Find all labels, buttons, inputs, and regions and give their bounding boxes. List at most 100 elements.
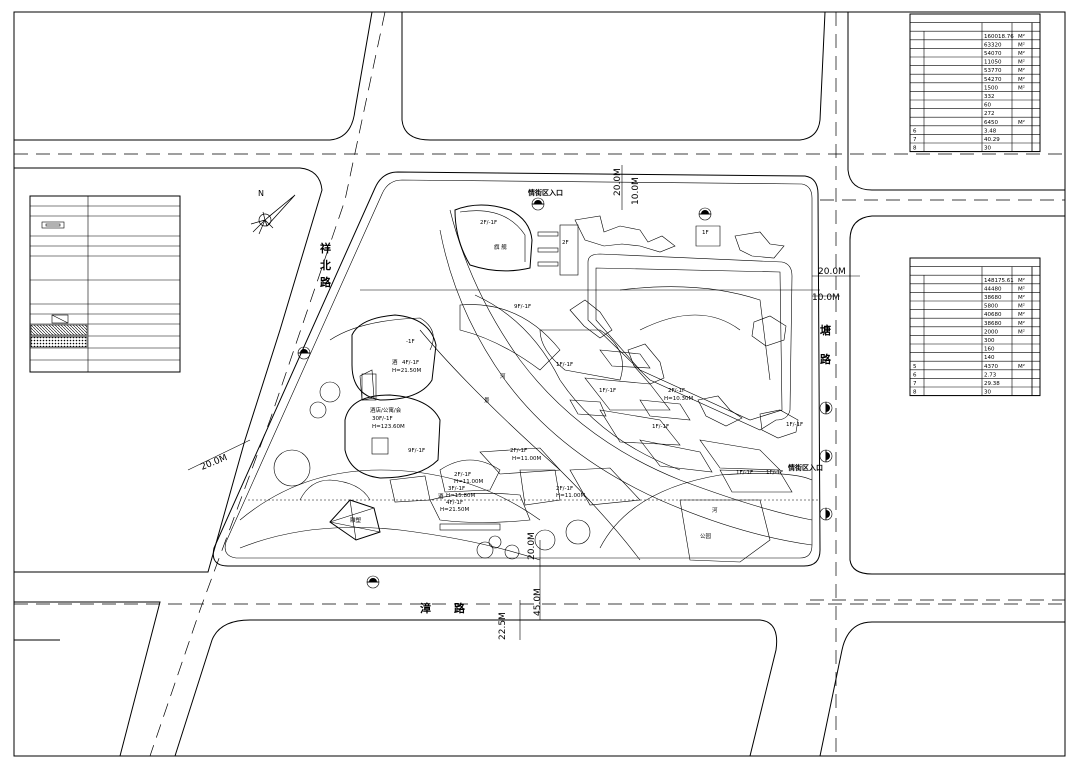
table-top-value: 53770	[984, 68, 1002, 74]
dim-north-outer: 20.0M	[613, 168, 623, 196]
label-scenic: 景	[484, 397, 490, 404]
label-b-9f: 9F/-1F	[514, 304, 531, 310]
table-top-unit: M²	[1018, 119, 1025, 126]
road-name-west-1: 祥	[320, 241, 331, 255]
table-right-unit: M²	[1018, 285, 1025, 292]
table-top-value: 54270	[984, 77, 1002, 83]
site-inner-boundary	[224, 179, 813, 559]
north-arrow	[250, 194, 296, 235]
building-labels: 2F/-1F 旗 舰 2F 1F 9F/-1F -1F 酒 4F/-1F H=2…	[350, 220, 803, 540]
table-right-unit: M²	[1018, 303, 1025, 310]
road-name-west-2: 北	[320, 258, 331, 272]
table-right-value: 140	[984, 355, 995, 361]
table-top-unit: M²	[1018, 33, 1025, 40]
label-b-west-name: 酒	[392, 358, 398, 366]
table-top-value: 3.48	[984, 128, 997, 134]
label-b-res: 1F/-1F	[786, 422, 803, 428]
dim-south-c: 22.5M	[498, 612, 508, 640]
site-boundary	[212, 171, 821, 567]
label-river: 河	[500, 372, 506, 380]
table-right-value: 40680	[984, 312, 1002, 318]
table-top-value: 272	[984, 111, 995, 117]
table-top-unit: M²	[1018, 41, 1025, 48]
table-top-value: 63320	[984, 42, 1002, 48]
road-centerlines	[14, 11, 1065, 760]
table-top-value: 30	[984, 146, 991, 152]
sheet-border	[13, 11, 1066, 757]
table-right-value: 38680	[984, 295, 1002, 301]
table-top-value: 6450	[984, 120, 998, 126]
table-top-unit: M²	[1018, 59, 1025, 66]
label-b-e1: 1F/-1F	[599, 388, 616, 394]
label-b-s2h: H=15.80M	[446, 493, 475, 499]
label-b-mid-2: 2F/-1F	[668, 388, 685, 394]
buildings	[329, 204, 799, 563]
label-b-center-h: H=123.60M	[372, 424, 405, 430]
table-right-value: 160	[984, 347, 995, 353]
label-b-s1h: H=11.00M	[454, 479, 483, 485]
landscape-lines	[239, 209, 820, 561]
table-right-unit: M²	[1018, 320, 1025, 327]
north-arrow-label: N	[258, 189, 264, 198]
table-right-value: 44480	[984, 286, 1002, 292]
table-right-value: 29.38	[984, 381, 1000, 387]
label-b-center: 30F/-1F	[372, 416, 393, 422]
label-b-mid-3: 1F/-1F	[652, 424, 669, 430]
label-monument: 雕塑	[350, 516, 362, 524]
dim-east-outer: 20.0M	[818, 267, 846, 277]
label-b-north-name: 旗 舰	[494, 243, 507, 251]
table-right-unit: M²	[1018, 277, 1025, 284]
label-river-south: 河	[712, 506, 718, 514]
entrance-label-east: 情街区入口	[788, 463, 823, 472]
table-top-value: 332	[984, 94, 995, 100]
table-right-index: 6	[913, 372, 917, 378]
dim-south-b: 45.0M	[533, 588, 543, 616]
table-right-value: 2000	[984, 329, 998, 335]
label-b-e3: 1F/-1F	[736, 470, 753, 476]
label-b-s1: 2F/-1F	[454, 472, 471, 478]
table-right-value: 5800	[984, 304, 998, 310]
dim-south-a: 20.0M	[527, 532, 537, 560]
entrance-label-north: 情街区入口	[528, 188, 563, 197]
label-b-s3-name: 酒	[438, 492, 444, 500]
label-b-center-name: 酒店/公寓/会	[370, 406, 402, 414]
table-right-value: 300	[984, 338, 995, 344]
table-top-value: 11050	[984, 60, 1002, 66]
label-b-mid-4: 2F/-1F	[510, 448, 527, 454]
label-b-mid-1: 1F/-1F	[556, 362, 573, 368]
dimension-lines	[187, 165, 860, 640]
road-name-south-2: 路	[454, 601, 466, 615]
label-b-9f-center: 9F/-1F	[408, 448, 425, 454]
label-b-s4: 2F/-1F	[556, 486, 573, 492]
table-top-unit: M²	[1018, 84, 1025, 91]
label-b-west-h: H=21.50M	[392, 368, 421, 374]
table-top-unit: M²	[1018, 76, 1025, 83]
road-name-west-3: 路	[320, 275, 332, 289]
table-right-value: 38680	[984, 321, 1002, 327]
legend-table	[29, 195, 181, 373]
label-b-s3: 4F/-1F	[446, 500, 463, 506]
label-b-north: 2F/-1F	[480, 220, 497, 226]
table-top-value: 40.29	[984, 137, 1000, 143]
table-top-index: 7	[913, 137, 917, 143]
label-b-s2: 3F/-1F	[448, 486, 465, 492]
label-b-e4: 1F/-1F	[766, 470, 783, 476]
block-outlines	[14, 11, 1065, 757]
road-name-east-2: 路	[820, 352, 832, 366]
table-right-unit: M²	[1018, 328, 1025, 335]
road-name-south-1: 漳	[420, 601, 431, 615]
table-top-value: 60	[984, 103, 991, 109]
table-right-unit: M²	[1018, 311, 1025, 318]
table-right-value: 4370	[984, 364, 998, 370]
dim-west: 20.0M	[199, 453, 229, 473]
table-top-unit: M²	[1018, 67, 1025, 74]
dim-north-inner: 10.0M	[631, 177, 641, 205]
table-right-unit: M²	[1018, 294, 1025, 301]
label-b-mid-2h: H=10.30M	[664, 396, 693, 402]
table-right-value: 148175.61	[984, 278, 1014, 284]
table-top-value: 1500	[984, 85, 998, 91]
table-right-value: 30	[984, 390, 991, 396]
label-b-west: 4F/-1F	[402, 360, 419, 366]
